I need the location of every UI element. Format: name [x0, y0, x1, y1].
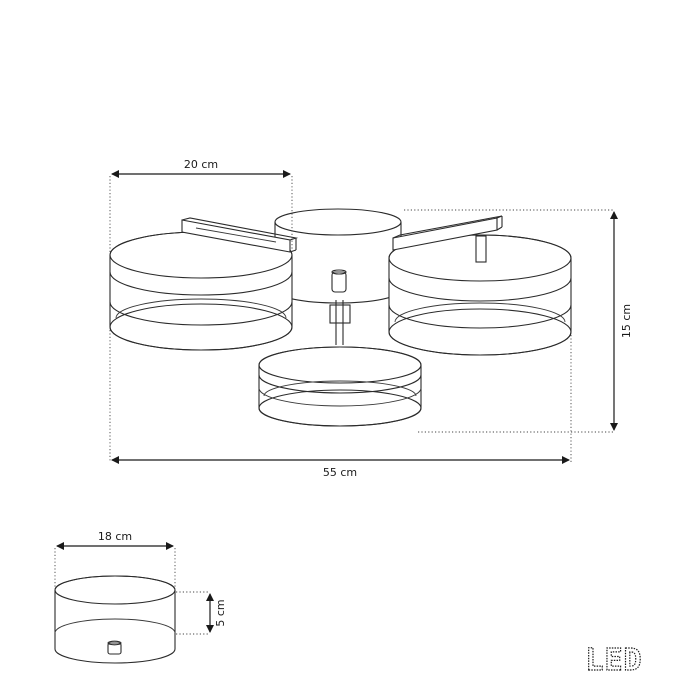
led-badge: LED — [585, 643, 642, 678]
shade-width-label: 20 cm — [184, 158, 218, 171]
center-connector — [329, 300, 351, 345]
mount-bar-left — [181, 217, 299, 253]
dimension-total-width: 55 cm — [109, 330, 572, 479]
shade-left — [109, 231, 293, 351]
dimension-shade-width: 20 cm — [109, 158, 293, 255]
ceiling-lamp-drawing — [109, 208, 572, 427]
dimension-height: 15 cm — [404, 209, 633, 433]
base-height-label: 5 cm — [214, 599, 227, 626]
base-width-label: 18 cm — [98, 530, 132, 543]
mount-bar-right — [392, 215, 503, 263]
base-detail-drawing — [54, 575, 176, 664]
ceiling-base-disc — [274, 208, 402, 304]
shade-bottom-center — [258, 346, 422, 427]
total-width-label: 55 cm — [323, 466, 357, 479]
dimension-base-width: 18 cm — [54, 530, 176, 590]
dimension-base-height: 5 cm — [176, 591, 227, 635]
height-label: 15 cm — [620, 304, 633, 338]
